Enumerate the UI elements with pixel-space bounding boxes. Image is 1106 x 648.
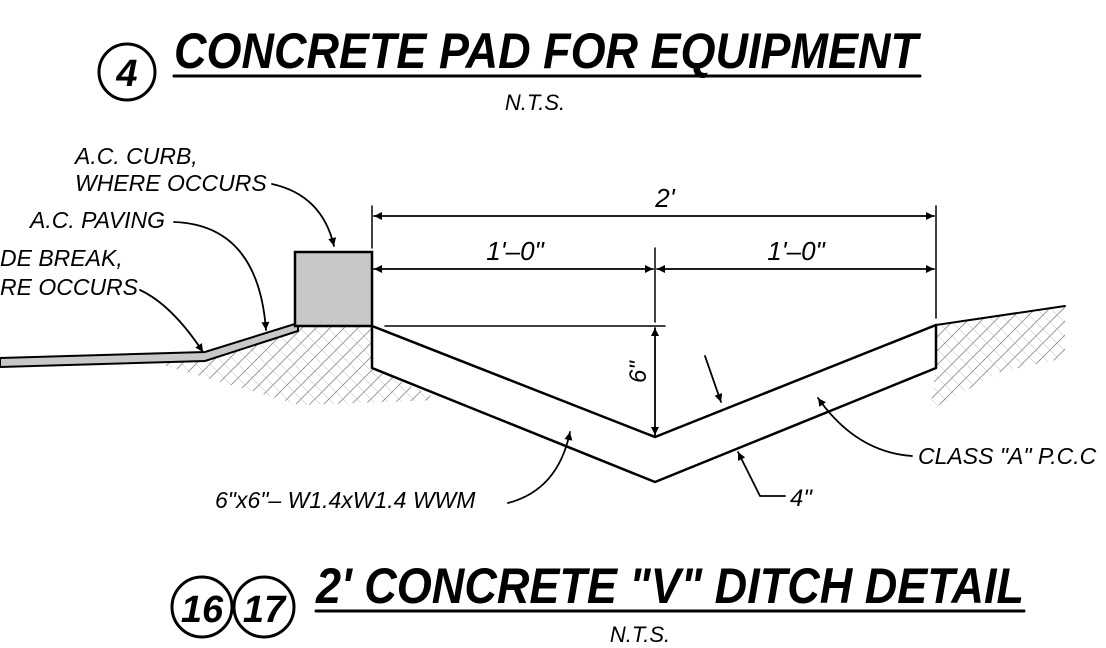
grade-break-leader [139, 289, 204, 353]
detail-number-circle-17 [232, 575, 296, 639]
ac-paving [0, 321, 299, 369]
ditch-bottom-surface [370, 323, 938, 484]
detail-number-circle [97, 42, 157, 102]
ac-curb-label-line1: A.C. CURB, [73, 143, 198, 169]
lower-detail-title-block: 16 17 2' CONCRETE "V" DITCH DETAIL N.T.S… [170, 558, 1026, 647]
callouts: A.C. CURB, WHERE OCCURS A.C. PAVING DE B… [0, 143, 1097, 513]
thickness-leader [737, 451, 786, 497]
ac-paving-label: A.C. PAVING [28, 207, 165, 233]
pavement-section [0, 250, 374, 369]
ground-line-right [935, 305, 1066, 326]
wire-mesh-leader [507, 431, 573, 504]
scale-note-lower: N.T.S. [610, 622, 670, 647]
dimensions: 2' 1'–0" 1'–0" 6" 4" [371, 183, 937, 512]
concrete-class-leader [817, 397, 913, 457]
scale-note: N.T.S. [505, 90, 565, 115]
left-half-label: 1'–0" [486, 236, 545, 266]
soil-right [930, 305, 1065, 410]
right-half-label: 1'–0" [767, 236, 826, 266]
ac-curb-label-line2: WHERE OCCURS [75, 170, 267, 196]
depth-label: 6" [625, 360, 652, 383]
thickness-arrow-top [704, 355, 723, 403]
detail-number-circle-16 [170, 575, 234, 639]
ac-curb [293, 250, 374, 328]
detail-number-17: 17 [243, 589, 287, 631]
ac-curb-leader [271, 183, 337, 247]
detail-number: 4 [115, 53, 137, 95]
grade-break-label-line2: RE OCCURS [0, 274, 139, 300]
soil-left [145, 326, 440, 405]
wire-mesh-label: 6"x6"– W1.4xW1.4 WWM [215, 487, 476, 513]
overall-width-label: 2' [654, 183, 675, 213]
ditch-top-surface [370, 323, 938, 439]
detail-title-lower: 2' CONCRETE "V" DITCH DETAIL [315, 558, 1024, 614]
thickness-label: 4" [790, 485, 813, 512]
upper-detail-title-block: 4 CONCRETE PAD FOR EQUIPMENT N.T.S. [97, 23, 922, 115]
grade-break-label-line1: DE BREAK, [0, 245, 123, 271]
detail-title: CONCRETE PAD FOR EQUIPMENT [174, 23, 922, 79]
detail-number-16: 16 [181, 589, 224, 631]
ac-paving-leader [173, 221, 270, 331]
concrete-class-label: CLASS "A" P.C.C [918, 443, 1097, 469]
soil-hatching [145, 305, 1065, 410]
v-ditch-concrete [370, 305, 1066, 484]
